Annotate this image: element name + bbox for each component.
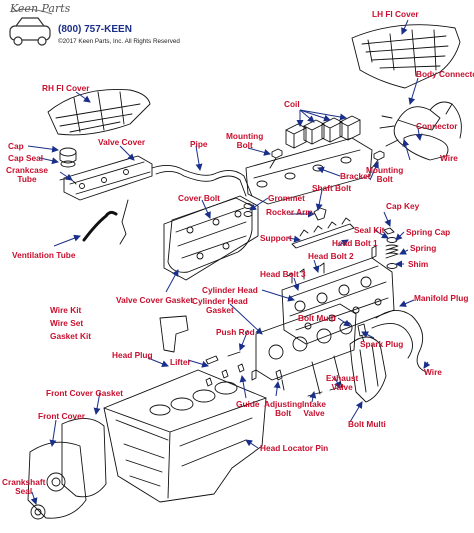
label-mounting-bolt-top-line1: Mounting [226, 131, 264, 141]
label-support[interactable]: Support [260, 233, 292, 243]
label-intake-valve-line1: Intake [302, 399, 326, 409]
keen-parts-logo-icon [9, 8, 53, 46]
label-mounting-bolt-right-line2: Bolt [376, 174, 393, 184]
engine-block-part [103, 369, 267, 503]
label-exhaust-valve[interactable]: Exhaust Valve [326, 374, 358, 392]
copyright-notice: ©2017 Keen Parts, Inc. All Rights Reserv… [58, 38, 180, 45]
label-cap-key[interactable]: Cap Key [386, 201, 420, 211]
front-cover-gasket-part [61, 418, 107, 498]
coil-parts [285, 115, 361, 149]
label-head-plug[interactable]: Head Plug [112, 350, 153, 360]
label-crankcase-tube-line2: Tube [17, 174, 37, 184]
label-adjusting-bolt-line2: Bolt [275, 408, 292, 418]
label-exhaust-valve-line2: Valve [331, 382, 353, 392]
label-lh-fi-cover[interactable]: LH FI Cover [372, 9, 419, 19]
valve-cover-left-part [63, 155, 153, 201]
label-mounting-bolt-top[interactable]: Mounting Bolt [226, 132, 263, 150]
lh-fi-cover-part [351, 24, 461, 89]
label-connector[interactable]: Connector [416, 121, 458, 131]
label-adjusting-bolt-line1: Adjusting [264, 399, 303, 409]
label-mounting-bolt-right[interactable]: Mounting Bolt [366, 166, 403, 184]
label-front-cover[interactable]: Front Cover [38, 411, 86, 421]
label-lifter[interactable]: Lifter [170, 357, 191, 367]
label-front-cover-gasket[interactable]: Front Cover Gasket [46, 388, 123, 398]
label-seal-kit[interactable]: Seal Kit [354, 225, 385, 235]
label-cap-seal[interactable]: Cap Seal [8, 153, 44, 163]
label-head-locator-pin[interactable]: Head Locator Pin [260, 443, 329, 453]
ventilation-tube-part [82, 210, 118, 242]
label-rocker-arm[interactable]: Rocker Arm [266, 207, 313, 217]
oil-cap-part [59, 147, 77, 168]
valve-cover-center-part [163, 195, 259, 281]
label-crankshaft-seal[interactable]: Crankshaft Seal [2, 478, 45, 496]
label-spark-plug[interactable]: Spark Plug [360, 339, 404, 349]
label-mounting-bolt-right-line1: Mounting [366, 165, 404, 175]
label-spring[interactable]: Spring [410, 243, 437, 253]
label-mounting-bolt-top-line2: Bolt [236, 140, 253, 150]
label-coil[interactable]: Coil [284, 99, 300, 109]
label-guide[interactable]: Guide [236, 399, 260, 409]
label-manifold-plug[interactable]: Manifold Plug [414, 293, 469, 303]
label-crankshaft-seal-line1: Crankshaft [2, 477, 46, 487]
label-valve-cover-gasket[interactable]: Valve Cover Gasket [116, 295, 194, 305]
label-valve-cover[interactable]: Valve Cover [98, 137, 146, 147]
label-push-rod[interactable]: Push Rod [216, 327, 255, 337]
label-cap[interactable]: Cap [8, 141, 24, 151]
label-spring-cap[interactable]: Spring Cap [406, 227, 451, 237]
label-exhaust-valve-line1: Exhaust [326, 373, 359, 383]
label-wire-set[interactable]: Wire Set [50, 318, 84, 328]
label-wire-right[interactable]: Wire [440, 153, 458, 163]
label-crankshaft-seal-line2: Seal [15, 486, 33, 496]
phone-number[interactable]: (800) 757-KEEN [58, 24, 132, 35]
label-head-bolt-1[interactable]: Head Bolt 1 [332, 238, 378, 248]
pipe-part [119, 165, 253, 245]
label-body-connector[interactable]: Body Connector [416, 69, 474, 79]
label-cover-bolt[interactable]: Cover Bolt [178, 193, 220, 203]
label-pipe[interactable]: Pipe [190, 139, 208, 149]
label-wire-bottom[interactable]: Wire [424, 367, 442, 377]
rh-fi-cover-part [47, 89, 151, 136]
label-shaft-bolt[interactable]: Shaft Bolt [312, 183, 352, 193]
label-intake-valve-line2: Valve [303, 408, 325, 418]
label-adjusting-bolt[interactable]: Adjusting Bolt [264, 400, 302, 418]
label-intake-valve[interactable]: Intake Valve [302, 400, 326, 418]
label-ventilation-tube[interactable]: Ventilation Tube [12, 250, 76, 260]
body-connector-part [379, 101, 462, 161]
label-grommet[interactable]: Grommet [268, 193, 305, 203]
label-cylinder-head[interactable]: Cylinder Head [202, 285, 258, 295]
label-bolt-multi-bottom[interactable]: Bolt Multi [348, 419, 386, 429]
label-gasket-kit[interactable]: Gasket Kit [50, 331, 92, 341]
label-wire-kit[interactable]: Wire Kit [50, 305, 82, 315]
crankshaft-seal-part [30, 504, 46, 520]
label-head-bolt-2[interactable]: Head Bolt 2 [308, 251, 354, 261]
label-cylinder-head-gasket-line1: Cylinder Head [192, 296, 248, 306]
lifter-guide-part [159, 315, 189, 353]
front-cover-part [27, 441, 87, 519]
label-shim[interactable]: Shim [408, 259, 429, 269]
spark-plug-wire-part [371, 310, 427, 373]
push-rod-part [205, 351, 257, 387]
label-bracket[interactable]: Bracket [340, 171, 371, 181]
logo-wordmark: Keen Parts [10, 2, 71, 15]
cylinder-head-part [281, 257, 395, 345]
label-crankcase-tube[interactable]: Crankcase Tube [6, 166, 48, 184]
leader-arrows [27, 19, 431, 505]
label-cylinder-head-gasket[interactable]: Cylinder Head Gasket [192, 297, 248, 315]
label-bolt-multi-mid[interactable]: Bolt Multi [298, 313, 336, 323]
bracket-part [245, 137, 373, 205]
label-cylinder-head-gasket-line2: Gasket [206, 305, 234, 315]
label-crankcase-tube-line1: Crankcase [6, 165, 48, 175]
label-head-bolt-3[interactable]: Head Bolt 3 [260, 269, 306, 279]
label-rh-fi-cover[interactable]: RH FI Cover [42, 83, 90, 93]
